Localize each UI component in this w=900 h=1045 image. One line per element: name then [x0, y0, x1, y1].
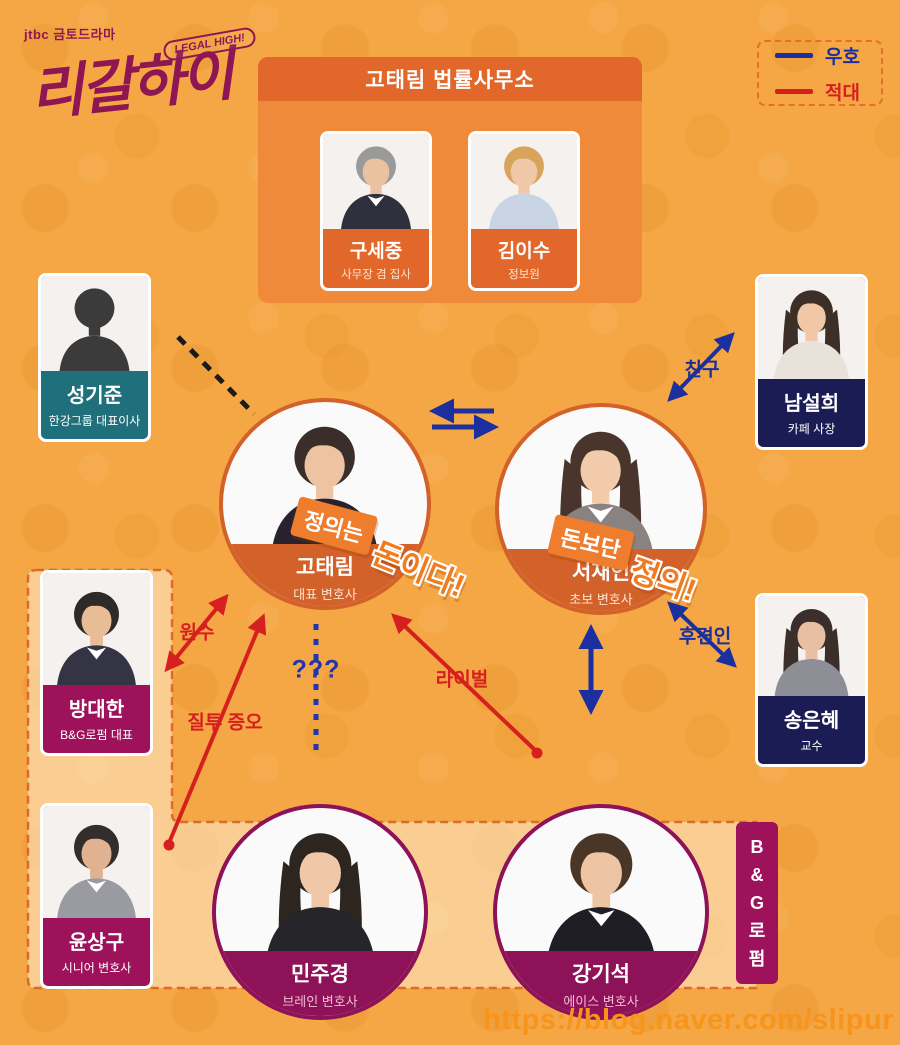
character-role: 사무장 겸 집사 [341, 269, 411, 281]
card-song-eunhye: 송은혜 교수 [755, 593, 868, 767]
character-role: 시니어 변호사 [61, 961, 132, 975]
law-office-title: 고태림 법률사무소 [258, 57, 642, 101]
character-role: 카페 사장 [787, 422, 836, 436]
drama-logo: jtbc 금토드라마 리갈하이 LEGAL HIGH! [24, 24, 274, 149]
portrait-sung-gijun [41, 276, 148, 371]
bng-letter: G [749, 892, 764, 913]
relation-label-jealousy: 질투 증오 [187, 712, 263, 734]
character-role: 브레인 변호사 [282, 994, 358, 1009]
card-yoon-sanggu: 윤상구 시니어 변호사 [40, 803, 153, 989]
portrait-song-eunhye [758, 596, 865, 696]
law-office-box: 고태림 법률사무소 구세중 사무장 겸 집사 김이수 정보원 [258, 57, 642, 303]
drama-title: 리갈하이 [27, 41, 235, 128]
character-role: 에이스 변호사 [563, 994, 639, 1009]
character-kang-giseok: 강기석 에이스 변호사 [493, 804, 709, 1020]
character-name: 성기준 [66, 385, 123, 407]
character-name: 송은혜 [783, 710, 840, 732]
network-label: jtbc 금토드라마 [24, 27, 116, 42]
portrait-gu-sejung [323, 134, 429, 229]
line-sunggijun-gotaerim [176, 335, 256, 416]
relation-label-rival: 라이벌 [435, 669, 489, 691]
character-name: 김이수 [497, 241, 551, 262]
portrait-min-jugyeong [235, 814, 406, 965]
character-name: 민주경 [291, 963, 349, 986]
bng-letter: B [750, 836, 764, 857]
legend-friendly-label: 우호 [825, 46, 860, 68]
bng-letter: 펌 [748, 949, 766, 970]
legend-friendly: 우호 [775, 42, 881, 69]
portrait-bang-daehan [43, 573, 150, 685]
card-kim-isu: 김이수 정보원 [468, 131, 580, 291]
character-min-jugyeong: 민주경 브레인 변호사 [212, 804, 428, 1020]
legend-hostile: 적대 [775, 78, 881, 105]
character-name: 남설희 [783, 393, 840, 415]
relation-label-enemy: 원수 [179, 622, 215, 644]
portrait-kim-isu [471, 134, 577, 229]
portrait-kang-giseok [516, 814, 687, 965]
card-bang-daehan: 방대한 B&G로펌 대표 [40, 570, 153, 756]
legend-hostile-label: 적대 [825, 82, 860, 104]
card-sung-gijun: 성기준 한강그룹 대표이사 [38, 273, 151, 442]
character-name: 강기석 [572, 963, 630, 986]
watermark-url: https://blog.naver.com/slipur [483, 1004, 894, 1036]
portrait-yoon-sanggu [43, 806, 150, 918]
portrait-nam-seolhui [758, 277, 865, 379]
character-role: B&G로펌 대표 [60, 728, 133, 742]
relation-label-unknown: ??? [291, 655, 341, 684]
bng-lawfirm-label: B & G 로 펌 [736, 822, 778, 984]
relation-label-guardian: 후견인 [678, 626, 732, 648]
character-name: 구세중 [349, 241, 403, 262]
character-role: 정보원 [508, 269, 540, 281]
bng-letter: 로 [748, 921, 766, 942]
character-role: 대표 변호사 [293, 587, 357, 602]
arrow-rival-dot [531, 747, 543, 759]
character-name: 방대한 [68, 699, 125, 721]
arrow-jealousy-dot [163, 839, 175, 851]
character-role: 한강그룹 대표이사 [48, 414, 141, 428]
card-gu-sejung: 구세중 사무장 겸 집사 [320, 131, 432, 291]
character-role: 교수 [800, 739, 823, 753]
card-nam-seolhui: 남설희 카페 사장 [755, 274, 868, 450]
character-name: 윤상구 [68, 932, 125, 954]
bng-letter: & [750, 864, 764, 885]
legend: 우호 적대 [757, 40, 883, 106]
friendly-line-swatch [775, 52, 813, 58]
relation-label-friend: 친구 [684, 359, 720, 381]
hostile-line-swatch [775, 88, 813, 94]
